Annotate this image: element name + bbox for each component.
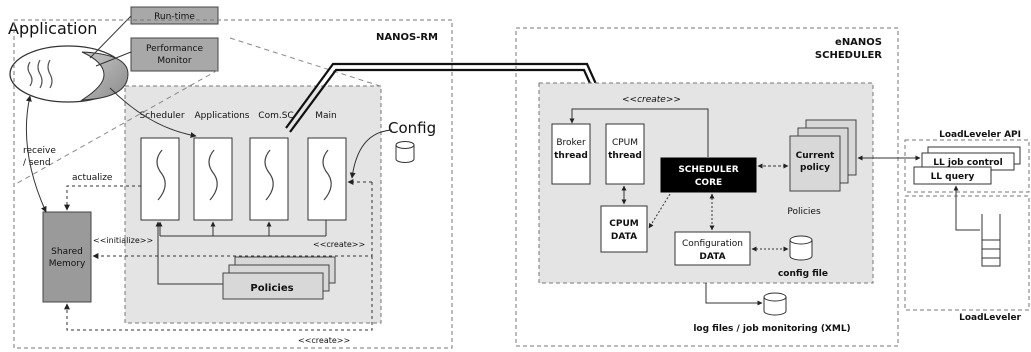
scheduler-core-label-1: SCHEDULER	[678, 165, 738, 175]
log-files-arrow	[705, 283, 763, 306]
loadleveler-title: LoadLeveler	[959, 313, 1021, 323]
queue-to-query-arrow	[953, 185, 980, 231]
cpum-thread-box	[605, 123, 645, 185]
enanos-policies-label: Policies	[787, 207, 821, 217]
perf-monitor-projection-right	[229, 37, 381, 87]
scheduler-column-label: Scheduler	[139, 111, 184, 121]
performance-monitor-box	[130, 37, 219, 72]
receive-send-arrow	[25, 95, 47, 213]
configuration-data-box	[674, 231, 751, 266]
loadleveler-api-title: LoadLeveler API	[939, 130, 1021, 140]
shared-memory-label-1: Shared	[51, 247, 83, 257]
performance-monitor-label-2: Monitor	[157, 56, 192, 66]
cpum-data-box	[600, 205, 648, 253]
actualize-label: actualize	[72, 173, 113, 183]
perf-monitor-projection-left	[13, 69, 219, 186]
applications-thread-box	[193, 137, 233, 221]
nanos-rm-container	[13, 19, 453, 349]
config-file-label: config file	[778, 269, 828, 279]
cpum-data-label-2: DATA	[611, 232, 637, 242]
applications-column-label: Applications	[195, 111, 250, 121]
configuration-data-label-1: Configuration	[682, 239, 743, 249]
comsc-thread-box	[249, 137, 289, 221]
ll-query-box	[913, 166, 992, 185]
loadleveler-container	[904, 195, 1030, 311]
broker-label-1: Broker	[556, 138, 586, 148]
ll-query-label: LL query	[931, 172, 975, 182]
config-to-main-arrow	[349, 129, 393, 179]
broker-label-2: thread	[554, 151, 588, 161]
application-icon	[9, 45, 129, 103]
nanos-rm-title: NANOS-RM	[376, 32, 438, 43]
core-create-broker-arrow	[569, 108, 709, 157]
scheduler-core-box	[660, 157, 757, 193]
comsc-column-label: Com.SC	[258, 111, 293, 121]
shared-memory-label-2: Memory	[49, 259, 86, 269]
shared-memory-box	[42, 211, 92, 303]
config-file-database-icon	[789, 235, 813, 261]
nanos-policies-label: Policies	[250, 283, 293, 294]
core-cpum-data-arrow	[648, 193, 671, 229]
receive-send-label-2: / send	[23, 158, 51, 168]
runtime-connector	[89, 15, 132, 59]
nanos-policies-stack	[222, 256, 336, 300]
current-policy-label-1: Current	[796, 151, 835, 161]
enanos-title-2: SCHEDULER	[815, 50, 882, 61]
job-queue-icon	[981, 214, 1001, 267]
enanos-container	[515, 27, 899, 347]
loadleveler-api-container	[904, 139, 1030, 193]
ll-job-control-label: LL job control	[933, 158, 1002, 168]
current-policy-label-2: policy	[800, 163, 830, 173]
main-create-label: <<create>>	[313, 240, 365, 249]
broker-thread-box	[551, 123, 591, 185]
current-policy-stack	[789, 119, 857, 192]
configuration-data-label-2: DATA	[699, 252, 725, 262]
app-to-applications-arrow	[109, 87, 197, 139]
config-database-icon	[395, 141, 415, 163]
performance-monitor-label-1: Performance	[146, 44, 203, 54]
enanos-create-label: <<create>>	[622, 95, 681, 105]
initialize-label: <<initialize>>	[93, 236, 153, 245]
main-column-label: Main	[315, 111, 337, 121]
application-title: Application	[8, 19, 97, 38]
cpum-data-label-1: CPUM	[609, 219, 639, 229]
log-files-label: log files / job monitoring (XML)	[693, 324, 850, 334]
scheduler-core-label-2: CORE	[695, 178, 722, 188]
scheduler-thread-box	[140, 137, 180, 221]
enanos-title-1: eNANOS	[835, 37, 882, 48]
log-files-database-icon	[763, 292, 787, 316]
bottom-create-arrow	[64, 256, 373, 331]
actualize-arrow	[64, 185, 141, 211]
policies-to-scheduler-arrow	[155, 221, 223, 285]
runtime-label: Run-time	[154, 12, 195, 22]
cpum-label-2: thread	[608, 151, 642, 161]
cpum-label-1: CPUM	[612, 138, 638, 148]
bottom-create-label: <<create>>	[298, 336, 350, 345]
config-label: Config	[388, 119, 436, 137]
main-thread-box	[307, 137, 347, 221]
perf-monitor-connector	[95, 51, 132, 67]
